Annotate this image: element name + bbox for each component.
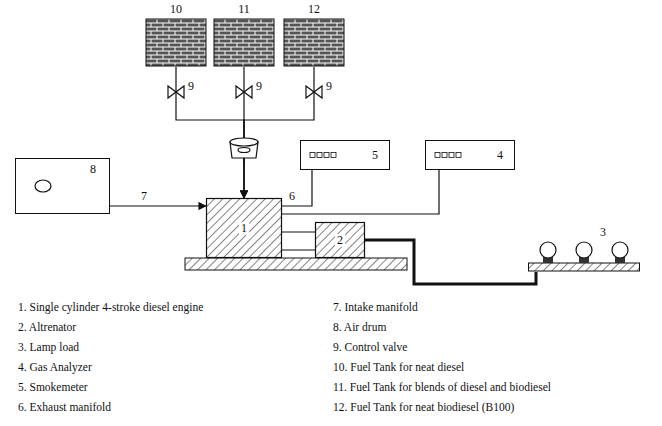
tank-body <box>146 19 206 66</box>
key-entry: 4. Gas Analyzer <box>18 360 92 374</box>
display-digit <box>449 153 454 158</box>
instrument-box: 4 <box>425 140 515 170</box>
key-entry: 7. Intake manifold <box>333 300 418 314</box>
fuel-filter <box>230 138 258 146</box>
key-entry: 8. Air drum <box>333 320 386 334</box>
tank-body <box>214 19 274 66</box>
connector <box>244 67 314 198</box>
display-digit <box>324 153 329 158</box>
callout-number: 2 <box>335 234 345 247</box>
callout-number: 6 <box>288 190 296 203</box>
key-entry: 9. Control valve <box>333 340 407 354</box>
fuel-filter <box>243 158 244 164</box>
display-digit <box>442 153 447 158</box>
instrument-box: 5 <box>300 140 390 170</box>
callout-number: 9 <box>187 80 195 93</box>
display-digit <box>331 153 336 158</box>
drum-gauge <box>35 180 51 192</box>
fuel-filter <box>230 138 258 164</box>
callout-number: 9 <box>255 80 263 93</box>
callout-number: 10 <box>170 3 182 16</box>
fuel-filter <box>238 148 250 153</box>
key-entry: 3. Lamp load <box>18 340 79 354</box>
key-entry: 5. Smokemeter <box>18 380 88 394</box>
fuel-tank: 11 <box>213 3 275 67</box>
lamp-board <box>529 263 640 271</box>
fuel-tank: 12 <box>283 3 345 67</box>
display-digit <box>456 153 461 158</box>
air-drum: 8 <box>15 158 110 214</box>
drum-body <box>16 159 110 214</box>
callout-number: 11 <box>238 3 250 16</box>
display-digit <box>317 153 322 158</box>
alternator-body <box>316 223 365 258</box>
lamp-bulb <box>540 242 556 258</box>
control-valve <box>168 86 184 98</box>
control-valve <box>306 86 322 98</box>
lamp-bulb <box>612 242 628 258</box>
connector <box>282 231 315 232</box>
key-entry: 11. Fuel Tank for blends of diesel and b… <box>333 380 551 394</box>
callout-number: 1 <box>239 222 249 235</box>
tank-body <box>284 19 344 66</box>
fuel-tank: 10 <box>145 3 207 67</box>
node-shape <box>528 226 640 272</box>
connector <box>282 170 312 206</box>
alternator-box: 2 <box>315 222 365 258</box>
callout-number: 3 <box>600 226 606 239</box>
connector <box>176 67 244 198</box>
key-entry: 10. Fuel Tank for neat diesel <box>333 360 464 374</box>
callout-number: 12 <box>308 3 320 16</box>
instrument-body <box>301 141 390 170</box>
engine-body <box>207 199 282 258</box>
key-entry: 12. Fuel Tank for neat biodiesel (B100) <box>333 400 514 414</box>
display-digit <box>310 153 315 158</box>
key-entry: 6. Exhaust manifold <box>18 400 111 414</box>
engine-base <box>185 258 407 270</box>
lamp-load: 3 <box>528 226 640 272</box>
callout-number: 8 <box>90 163 96 176</box>
drive-shaft <box>282 249 315 250</box>
callout-number: 5 <box>372 149 378 162</box>
connector <box>110 205 206 206</box>
connector <box>282 170 439 214</box>
callout-number: 7 <box>140 190 148 203</box>
display-digit <box>435 153 440 158</box>
lamp-bulb <box>576 242 592 258</box>
instrument-body <box>426 141 515 170</box>
callout-number: 9 <box>325 80 333 93</box>
key-entry: 1. Single cylinder 4-stroke diesel engin… <box>18 300 203 314</box>
key-entry: 2. Altrenator <box>18 320 76 334</box>
callout-number: 4 <box>497 149 503 162</box>
control-valve <box>236 86 252 98</box>
engine-box: 1 <box>206 198 282 258</box>
